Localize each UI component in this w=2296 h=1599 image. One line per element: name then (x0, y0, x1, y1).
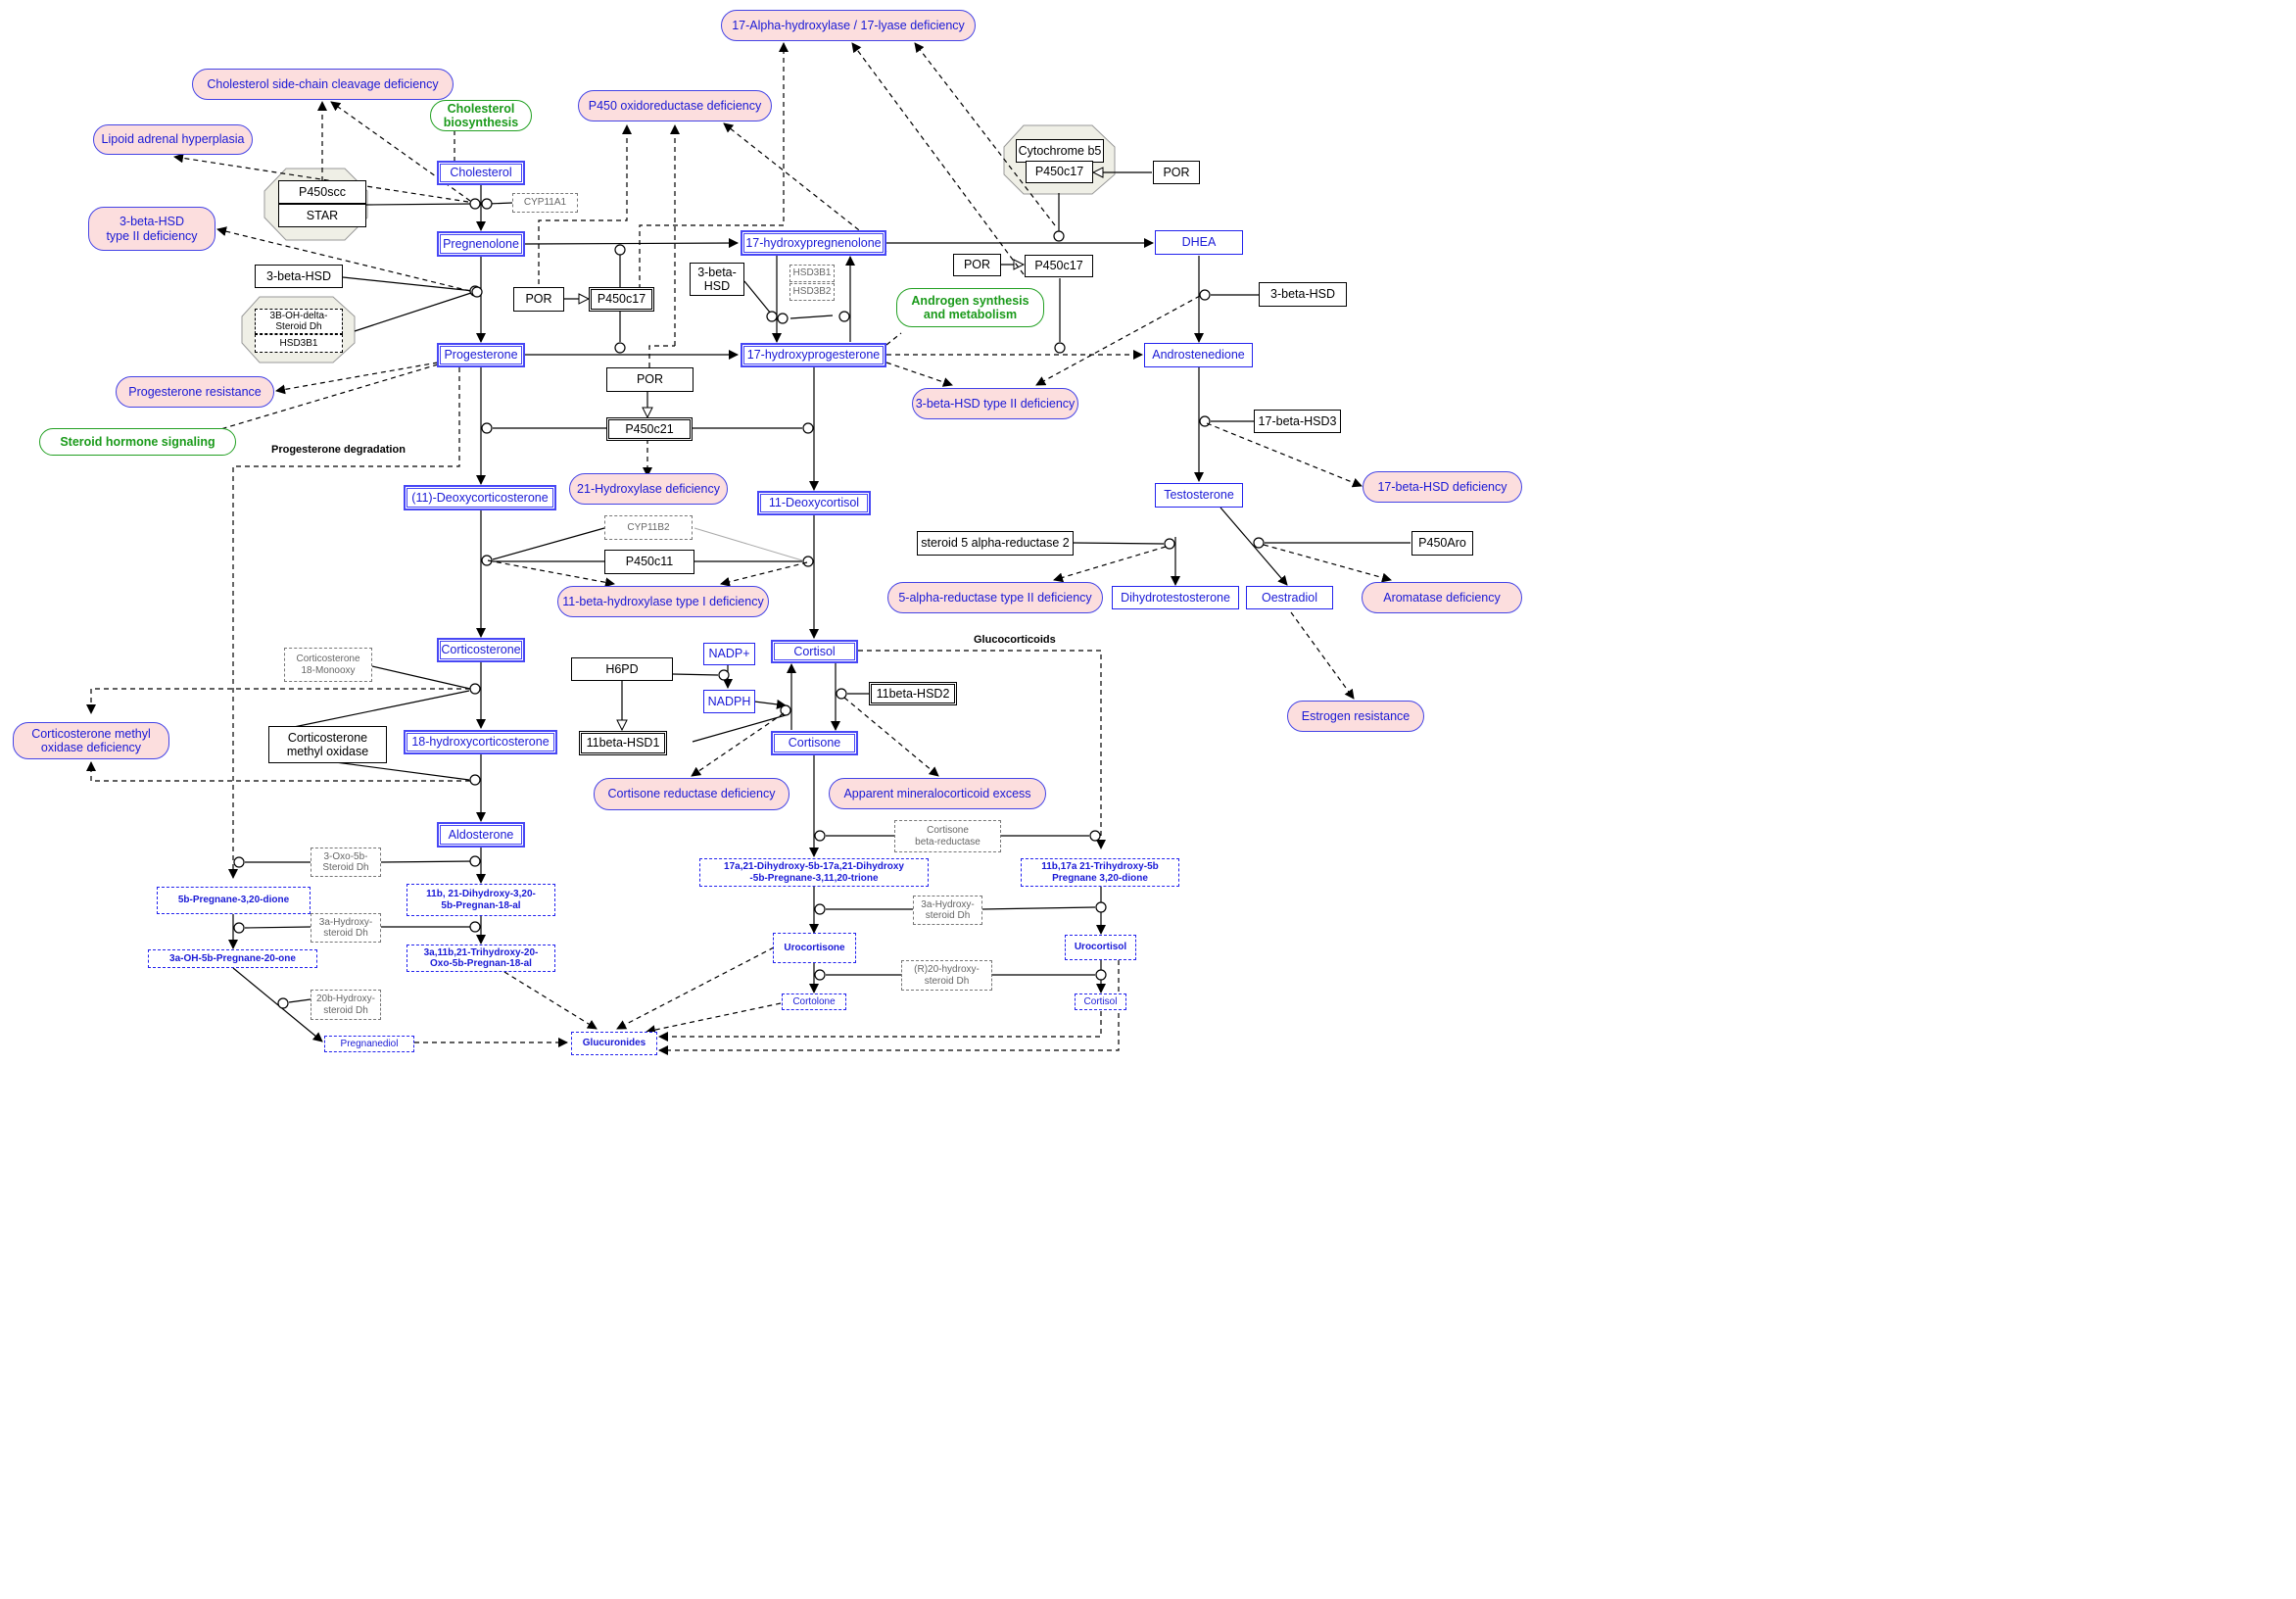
metabolite-nadph[interactable]: NADPH (703, 690, 755, 713)
disease-p450-oxidoreductase[interactable]: P450 oxidoreductase deficiency (578, 90, 772, 121)
disease-3-beta-hsd-right[interactable]: 3-beta-HSD type II deficiency (912, 388, 1078, 419)
pathway-cholesterol-biosynthesis[interactable]: Cholesterol biosynthesis (430, 100, 532, 131)
metabolite-cortolone[interactable]: Cortolone (782, 993, 846, 1010)
metabolite-aldosterone[interactable]: Aldosterone (437, 822, 525, 848)
gene-corticosterone-methyl-oxidase[interactable]: Corticosterone methyl oxidase (268, 726, 387, 763)
gene-3a-hydroxysteroid-dh-left[interactable]: 3a-Hydroxy- steroid Dh (311, 913, 381, 943)
metabolite-dihydroxy-trione[interactable]: 17a,21-Dihydroxy-5b-17a,21-Dihydroxy -5b… (699, 858, 929, 887)
gene-steroid-5-alpha-reductase-2[interactable]: steroid 5 alpha-reductase 2 (917, 531, 1074, 556)
gene-hsd3b2-gray[interactable]: HSD3B2 (789, 283, 835, 301)
gene-p450scc[interactable]: P450scc (278, 180, 366, 204)
metabolite-11-deoxycortisol[interactable]: 11-Deoxycortisol (757, 491, 871, 515)
gene-20b-hydroxysteroid-dh[interactable]: 20b-Hydroxy- steroid Dh (311, 990, 381, 1020)
gene-corticosterone-18-monooxy[interactable]: Corticosterone 18-Monooxy (284, 648, 372, 682)
disease-lipoid-adrenal[interactable]: Lipoid adrenal hyperplasia (93, 124, 253, 155)
metabolite-17-hydroxyprogesterone[interactable]: 17-hydroxyprogesterone (741, 343, 886, 367)
disease-corticosterone-methyl-oxidase[interactable]: Corticosterone methyl oxidase deficiency (13, 722, 169, 759)
metabolite-cholesterol[interactable]: Cholesterol (437, 161, 525, 185)
gene-cyp11b2[interactable]: CYP11B2 (604, 515, 693, 540)
gene-3b-oh-delta-steroid-dh[interactable]: 3B-OH-delta- Steroid Dh (255, 309, 343, 334)
gene-h6pd[interactable]: H6PD (571, 657, 673, 681)
gene-star[interactable]: STAR (278, 204, 366, 227)
metabolite-11b-21-dihydroxy[interactable]: 11b, 21-Dihydroxy-3,20- 5b-Pregnan-18-al (407, 884, 555, 916)
disease-aromatase[interactable]: Aromatase deficiency (1362, 582, 1522, 613)
disease-cortisone-reductase[interactable]: Cortisone reductase deficiency (594, 778, 789, 810)
gene-p450c11[interactable]: P450c11 (604, 550, 694, 574)
metabolite-trihydroxy-dione[interactable]: 11b,17a 21-Trihydroxy-5b Pregnane 3,20-d… (1021, 858, 1179, 887)
disease-5-alpha-reductase[interactable]: 5-alpha-reductase type II deficiency (887, 582, 1103, 613)
gene-11beta-hsd1[interactable]: 11beta-HSD1 (579, 731, 667, 755)
metabolite-cortisone[interactable]: Cortisone (771, 731, 858, 755)
gene-por-mid[interactable]: POR (513, 287, 564, 312)
gene-hsd3b1[interactable]: HSD3B1 (255, 334, 343, 353)
metabolite-urocortisone[interactable]: Urocortisone (773, 933, 856, 963)
metabolite-nadp[interactable]: NADP+ (703, 643, 755, 665)
metabolite-cortisol-uro[interactable]: Cortisol (1075, 993, 1126, 1010)
disease-21-hydroxylase[interactable]: 21-Hydroxylase deficiency (569, 473, 728, 505)
gene-3-beta-hsd-mid[interactable]: 3-beta- HSD (690, 263, 744, 296)
metabolite-progesterone[interactable]: Progesterone (437, 343, 525, 367)
metabolite-corticosterone[interactable]: Corticosterone (437, 638, 525, 662)
disease-apparent-mineralocorticoid[interactable]: Apparent mineralocorticoid excess (829, 778, 1046, 809)
metabolite-oestradiol[interactable]: Oestradiol (1246, 586, 1333, 609)
gene-p450c17-mid[interactable]: P450c17 (589, 287, 654, 312)
gene-p450c17-right[interactable]: P450c17 (1025, 255, 1093, 277)
gene-por-right[interactable]: POR (953, 254, 1001, 276)
metabolite-glucuronides[interactable]: Glucuronides (571, 1032, 657, 1055)
gene-17-beta-hsd3[interactable]: 17-beta-HSD3 (1254, 410, 1341, 433)
metabolite-5b-pregnane-dione[interactable]: 5b-Pregnane-3,20-dione (157, 887, 311, 914)
disease-cholesterol-side-chain[interactable]: Cholesterol side-chain cleavage deficien… (192, 69, 454, 100)
metabolite-androstenedione[interactable]: Androstenedione (1144, 343, 1253, 367)
gene-cortisone-beta-reductase[interactable]: Cortisone beta-reductase (894, 820, 1001, 852)
disease-estrogen-resistance[interactable]: Estrogen resistance (1287, 701, 1424, 732)
gene-por-p450c21[interactable]: POR (606, 367, 694, 392)
gene-3-beta-hsd-left[interactable]: 3-beta-HSD (255, 265, 343, 288)
label-glucocorticoids: Glucocorticoids (974, 634, 1056, 646)
gene-3-beta-hsd-right[interactable]: 3-beta-HSD (1259, 282, 1347, 307)
gene-por-top[interactable]: POR (1153, 161, 1200, 184)
gene-3a-hydroxysteroid-dh-right[interactable]: 3a-Hydroxy- steroid Dh (913, 896, 982, 925)
gene-r20-hydroxysteroid-dh[interactable]: (R)20-hydroxy- steroid Dh (901, 960, 992, 991)
metabolite-dihydrotestosterone[interactable]: Dihydrotestosterone (1112, 586, 1239, 609)
metabolite-3a-11b-trihydroxy[interactable]: 3a,11b,21-Trihydroxy-20- Oxo-5b-Pregnan-… (407, 945, 555, 972)
metabolite-deoxycorticosterone[interactable]: (11)-Deoxycorticosterone (404, 485, 556, 510)
gene-cytochrome-b5[interactable]: Cytochrome b5 (1016, 139, 1104, 163)
gene-p450aro[interactable]: P450Aro (1411, 531, 1473, 556)
label-progesterone-degradation: Progesterone degradation (271, 444, 406, 456)
pathway-androgen-synthesis[interactable]: Androgen synthesis and metabolism (896, 288, 1044, 327)
metabolite-dhea[interactable]: DHEA (1155, 230, 1243, 255)
metabolite-18-hydroxycorticosterone[interactable]: 18-hydroxycorticosterone (404, 730, 557, 754)
metabolite-cortisol[interactable]: Cortisol (771, 640, 858, 663)
gene-11beta-hsd2[interactable]: 11beta-HSD2 (869, 682, 957, 705)
disease-17-beta-hsd[interactable]: 17-beta-HSD deficiency (1363, 471, 1522, 503)
disease-17-alpha-hydroxylase[interactable]: 17-Alpha-hydroxylase / 17-lyase deficien… (721, 10, 976, 41)
gene-p450c17-top[interactable]: P450c17 (1026, 161, 1093, 183)
gene-cyp11a1[interactable]: CYP11A1 (512, 193, 578, 213)
metabolite-17-hydroxypregnenolone[interactable]: 17-hydroxypregnenolone (741, 230, 886, 256)
disease-progesterone-resistance[interactable]: Progesterone resistance (116, 376, 274, 408)
disease-11-beta-hydroxylase[interactable]: 11-beta-hydroxylase type I deficiency (557, 586, 769, 617)
metabolite-3a-oh-pregnane[interactable]: 3a-OH-5b-Pregnane-20-one (148, 949, 317, 968)
gene-3-oxo-5b-steroid-dh[interactable]: 3-Oxo-5b- Steroid Dh (311, 848, 381, 877)
metabolite-testosterone[interactable]: Testosterone (1155, 483, 1243, 508)
metabolite-pregnanediol[interactable]: Pregnanediol (324, 1036, 414, 1052)
gene-p450c21[interactable]: P450c21 (606, 417, 693, 441)
gene-hsd3b1-gray[interactable]: HSD3B1 (789, 265, 835, 282)
disease-3-beta-hsd-left[interactable]: 3-beta-HSD type II deficiency (88, 207, 215, 251)
metabolite-pregnenolone[interactable]: Pregnenolone (437, 231, 525, 257)
metabolite-urocortisol[interactable]: Urocortisol (1065, 935, 1136, 960)
pathway-steroid-hormone-signaling[interactable]: Steroid hormone signaling (39, 428, 236, 456)
